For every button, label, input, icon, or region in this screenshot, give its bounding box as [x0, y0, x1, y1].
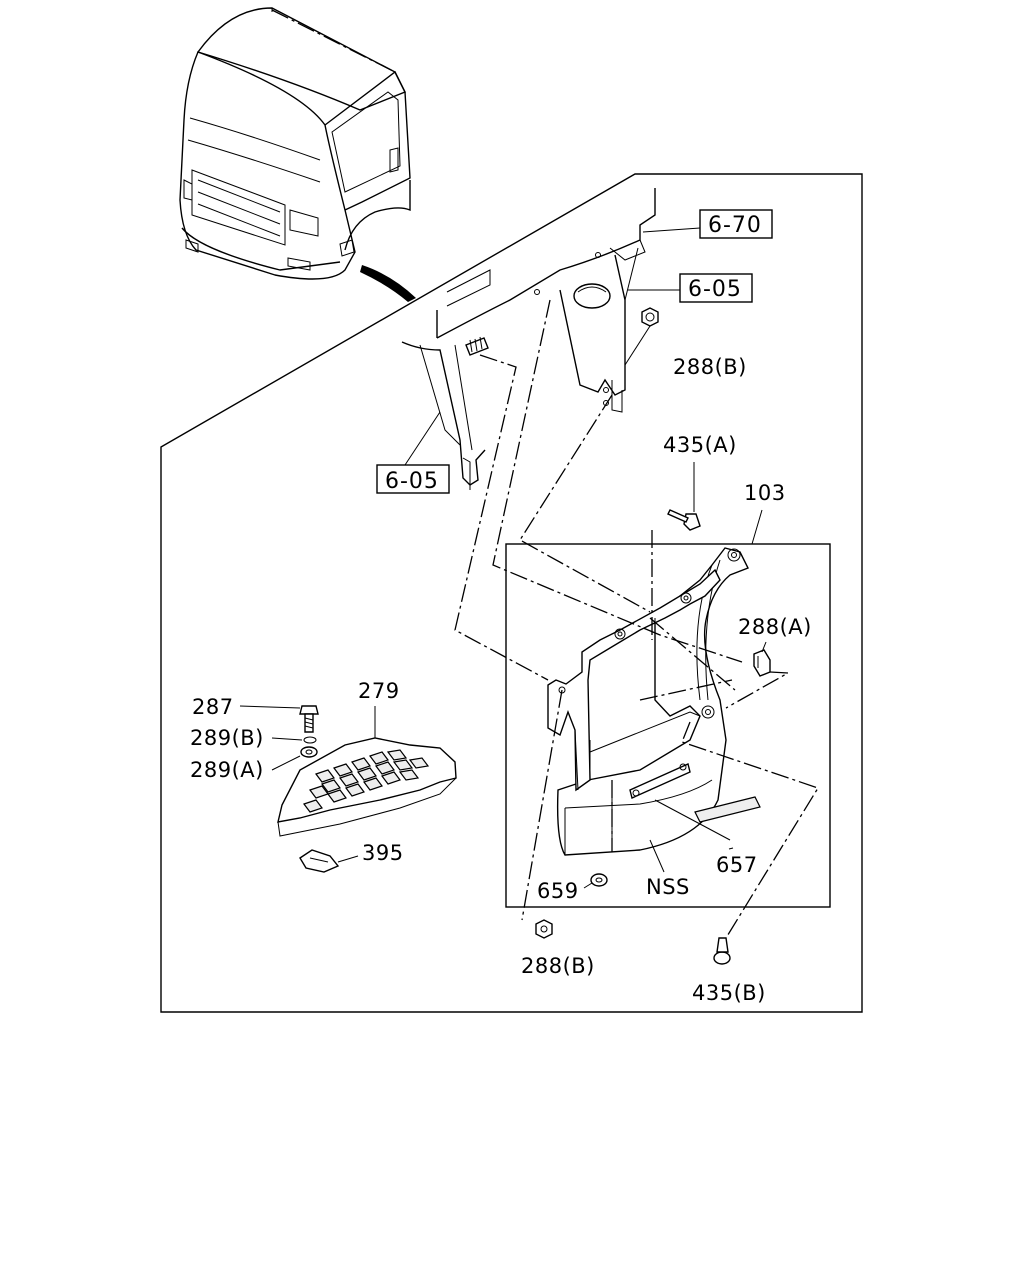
screw-435b: 435(B) — [692, 937, 766, 1005]
truck-cab-illustration — [179, 7, 416, 302]
step-grid — [303, 749, 430, 813]
grommet-659: 659 — [537, 873, 608, 903]
svg-text:103: 103 — [744, 481, 786, 505]
bolt-435a: 435(A) — [663, 433, 737, 531]
svg-text:287: 287 — [192, 695, 234, 719]
bolt-287: 287 — [192, 695, 319, 733]
ref-6-05-left-callout: 6-05 — [376, 411, 450, 494]
part-103-callout: 103 — [744, 481, 786, 545]
svg-text:289(A): 289(A) — [190, 758, 264, 782]
mudguard-assembly — [547, 547, 749, 856]
svg-text:6-05: 6-05 — [385, 469, 439, 494]
ref-6-70-callout: 6-70 — [642, 209, 773, 239]
washer-289b: 289(B) — [190, 726, 317, 750]
clip-288a: 288(A) — [738, 615, 812, 677]
ref-6-05-top-callout: 6-05 — [628, 273, 753, 303]
svg-text:657: 657 — [716, 853, 758, 877]
svg-text:659: 659 — [537, 879, 579, 903]
detail-frame — [160, 173, 863, 1013]
mudguard-detail-box — [505, 543, 831, 908]
svg-text:435(A): 435(A) — [663, 433, 737, 457]
cab-body-panel — [401, 188, 656, 490]
svg-text:288(A): 288(A) — [738, 615, 812, 639]
plate-395: 395 — [299, 841, 404, 873]
svg-text:435(B): 435(B) — [692, 981, 766, 1005]
svg-text:6-05: 6-05 — [688, 277, 742, 302]
svg-text:288(B): 288(B) — [521, 954, 595, 978]
assembly-centerlines — [271, 9, 819, 939]
svg-text:279: 279 — [358, 679, 400, 703]
svg-text:NSS: NSS — [646, 875, 690, 899]
nss-label: NSS — [646, 839, 690, 899]
svg-text:288(B): 288(B) — [673, 355, 747, 379]
svg-text:289(B): 289(B) — [190, 726, 264, 750]
nut-288b-top: 288(B) — [624, 307, 747, 379]
reflector-657: 657 — [654, 796, 761, 877]
nut-288b-bottom: 288(B) — [521, 919, 595, 978]
washer-289a: 289(A) — [190, 746, 318, 782]
svg-text:395: 395 — [362, 841, 404, 865]
svg-text:6-70: 6-70 — [708, 213, 762, 238]
step-279: 279 — [277, 679, 457, 837]
